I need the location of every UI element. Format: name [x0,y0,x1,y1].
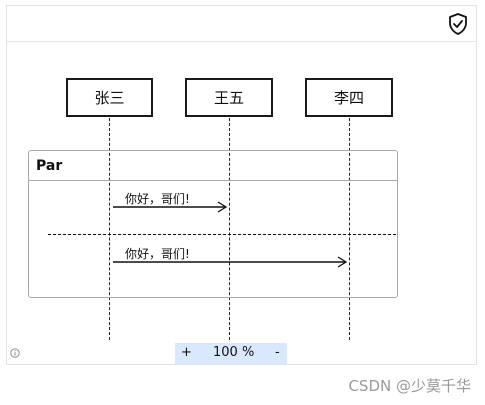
message-label: 你好，哥们! [125,192,190,206]
actor-label: 王五 [213,89,244,107]
actor-wangwu[interactable]: 王五 [185,78,273,117]
group-section-divider [48,234,396,235]
shield-check-icon[interactable] [446,12,470,36]
lifeline-zhangsan [109,118,110,340]
zoom-controls: + 100 % - [175,343,287,365]
sequence-diagram: 张三 王五 李四 Par 你好，哥们! 你好，哥们! [7,42,476,342]
message-arrow[interactable] [112,256,348,268]
actor-label: 李四 [333,89,364,107]
actor-zhangsan[interactable]: 张三 [66,78,153,117]
viewer-toolbar [7,6,476,42]
lifeline-wangwu [229,118,230,340]
group-title: Par [36,158,63,174]
watermark: CSDN @少莫千华 [348,377,471,395]
zoom-level: 100 % [213,345,255,360]
diagram-viewer: 张三 王五 李四 Par 你好，哥们! 你好，哥们! [6,5,477,365]
message-arrow[interactable] [112,201,228,213]
zoom-in-button[interactable]: + [181,345,192,360]
actor-label: 张三 [94,89,125,107]
info-icon[interactable] [10,348,20,358]
group-header: Par [29,151,397,181]
actor-lisi[interactable]: 李四 [305,78,393,117]
message-label: 你好，哥们! [125,247,190,261]
par-group[interactable]: Par [28,150,398,298]
zoom-out-button[interactable]: - [275,345,280,360]
lifeline-lisi [349,118,350,340]
